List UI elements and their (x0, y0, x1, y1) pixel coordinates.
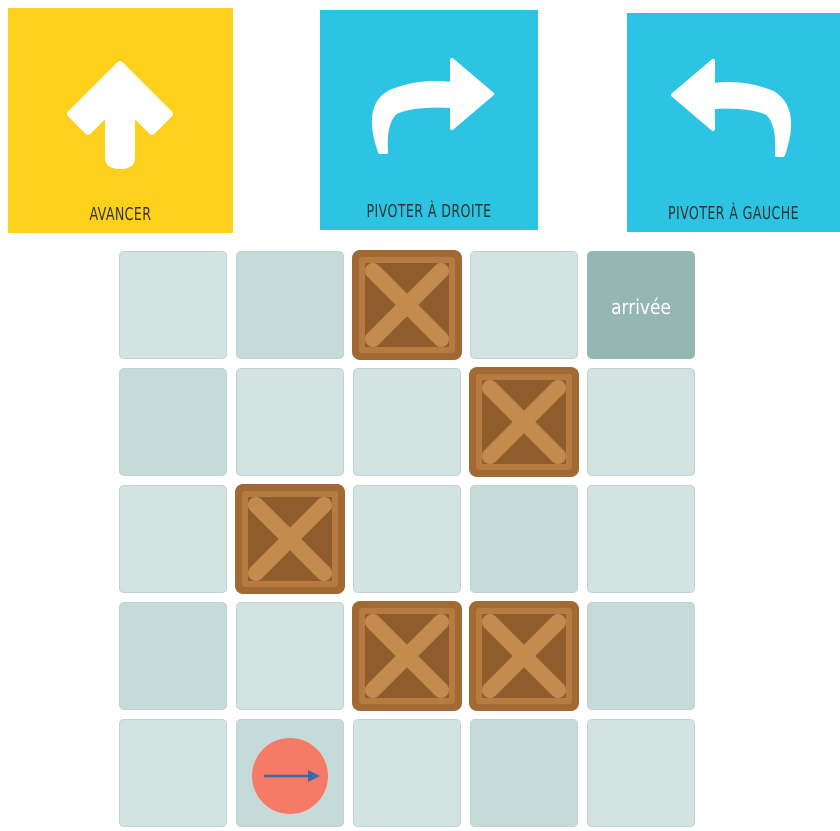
board-cell-r4-c0 (119, 719, 227, 827)
forward-command-card[interactable]: AVANCER (8, 8, 233, 233)
board-cell-r3-c1 (236, 602, 344, 710)
crate-icon (351, 600, 463, 712)
crate-icon (234, 483, 346, 595)
forward-command-label: AVANCER (33, 204, 209, 225)
turn-left-icon (627, 13, 840, 198)
crate-icon (468, 600, 580, 712)
board-cell-r1-c1 (236, 368, 344, 476)
board-cell-r4-c4 (587, 719, 695, 827)
board-cell-r4-c3 (470, 719, 578, 827)
arrow-up-icon (8, 8, 233, 193)
board-cell-r2-c0 (119, 485, 227, 593)
board-cell-r2-c4 (587, 485, 695, 593)
crate-obstacle (351, 249, 463, 361)
board-cell-r3-c0 (119, 602, 227, 710)
board-cell-r1-c2 (353, 368, 461, 476)
turn-right-icon (320, 10, 538, 195)
board-cell-r3-c4 (587, 602, 695, 710)
crate-obstacle (234, 483, 346, 595)
crate-icon (351, 249, 463, 361)
board-cell-r0-c3 (470, 251, 578, 359)
turn-right-command-label: PIVOTER À DROITE (344, 201, 514, 222)
board-cell-r2-c3 (470, 485, 578, 593)
turn-left-command-label: PIVOTER À GAUCHE (650, 203, 816, 224)
goal-cell: arrivée (587, 251, 695, 359)
goal-label: arrivée (595, 295, 687, 319)
board-cell-r0-c0 (119, 251, 227, 359)
robot-player (246, 731, 334, 819)
crate-obstacle (468, 600, 580, 712)
crate-obstacle (468, 366, 580, 478)
robot-icon (246, 731, 334, 819)
board-cell-r1-c0 (119, 368, 227, 476)
turn-right-command-card[interactable]: PIVOTER À DROITE (320, 10, 538, 230)
crate-icon (468, 366, 580, 478)
game-board: arrivée (119, 251, 699, 831)
crate-obstacle (351, 600, 463, 712)
turn-left-command-card[interactable]: PIVOTER À GAUCHE (627, 13, 840, 232)
board-cell-r1-c4 (587, 368, 695, 476)
board-cell-r2-c2 (353, 485, 461, 593)
board-cell-r0-c1 (236, 251, 344, 359)
board-cell-r4-c2 (353, 719, 461, 827)
